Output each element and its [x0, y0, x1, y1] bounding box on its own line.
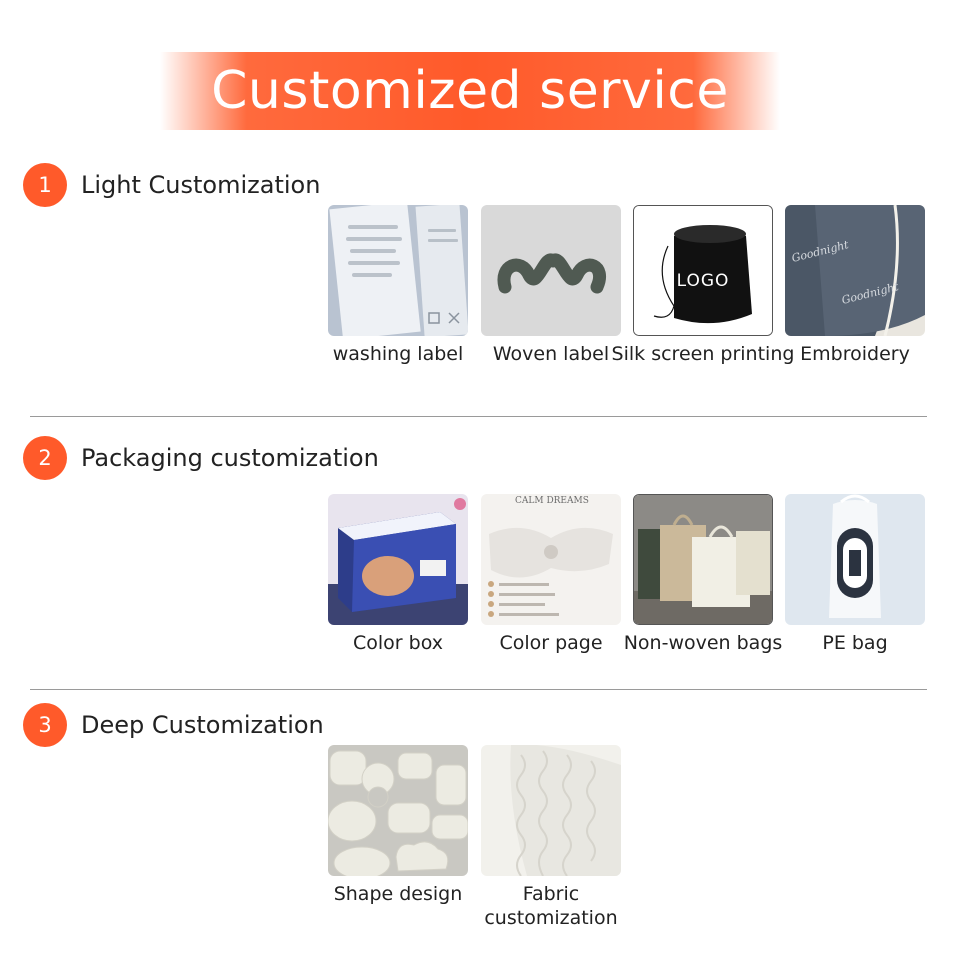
- pe-bag-caption: PE bag: [822, 632, 888, 654]
- item-shape-design[interactable]: Shape design: [328, 745, 468, 905]
- section-header-light: 1 Light Customization: [23, 163, 320, 207]
- non-woven-bags-image: [633, 494, 773, 625]
- section-title: Deep Customization: [81, 711, 324, 739]
- shape-design-caption: Shape design: [333, 883, 463, 905]
- color-box-caption: Color box: [353, 632, 443, 654]
- color-page-brand-text: CALM DREAMS: [515, 496, 589, 506]
- embroidery-caption: Embroidery: [800, 343, 910, 365]
- page-title: Customized service: [211, 61, 729, 121]
- silk-screen-image: LOGO: [633, 205, 773, 336]
- item-silk-screen[interactable]: LOGO Silk screen printing: [612, 205, 794, 365]
- section-number-badge: 3: [23, 703, 67, 747]
- item-fabric-customization[interactable]: Fabric customization: [481, 745, 621, 929]
- color-page-caption: Color page: [499, 632, 603, 654]
- fabric-customization-image: [481, 745, 621, 876]
- item-non-woven-bags[interactable]: Non-woven bags: [624, 494, 782, 654]
- pe-bag-image: [785, 494, 925, 625]
- washing-label-caption: washing label: [332, 343, 464, 365]
- section-number-badge: 1: [23, 163, 67, 207]
- item-embroidery[interactable]: Goodnight Goodnight Embroidery: [785, 205, 925, 365]
- non-woven-bags-caption: Non-woven bags: [623, 632, 783, 654]
- embroidery-image: Goodnight Goodnight: [785, 205, 925, 336]
- color-box-image: [328, 494, 468, 625]
- logo-print-text: LOGO: [676, 271, 730, 291]
- woven-label-caption: Woven label: [492, 343, 610, 365]
- shape-design-image: [328, 745, 468, 876]
- section-divider: [30, 689, 927, 690]
- section-header-deep: 3 Deep Customization: [23, 703, 324, 747]
- section-title: Light Customization: [81, 171, 321, 199]
- section-title: Packaging customization: [81, 444, 379, 472]
- item-woven-label[interactable]: Woven label: [481, 205, 621, 365]
- item-washing-label[interactable]: washing label: [328, 205, 468, 365]
- washing-label-image: [328, 205, 468, 336]
- color-page-image: CALM DREAMS: [481, 494, 621, 625]
- silk-screen-caption: Silk screen printing: [611, 343, 795, 365]
- section-divider: [30, 416, 927, 417]
- section-header-packaging: 2 Packaging customization: [23, 436, 379, 480]
- item-color-box[interactable]: Color box: [328, 494, 468, 654]
- fabric-customization-caption: Fabric customization: [484, 883, 618, 929]
- item-pe-bag[interactable]: PE bag: [785, 494, 925, 654]
- title-banner: Customized service: [160, 52, 780, 130]
- section-number-badge: 2: [23, 436, 67, 480]
- item-color-page[interactable]: CALM DREAMS Color page: [481, 494, 621, 654]
- woven-label-image: [481, 205, 621, 336]
